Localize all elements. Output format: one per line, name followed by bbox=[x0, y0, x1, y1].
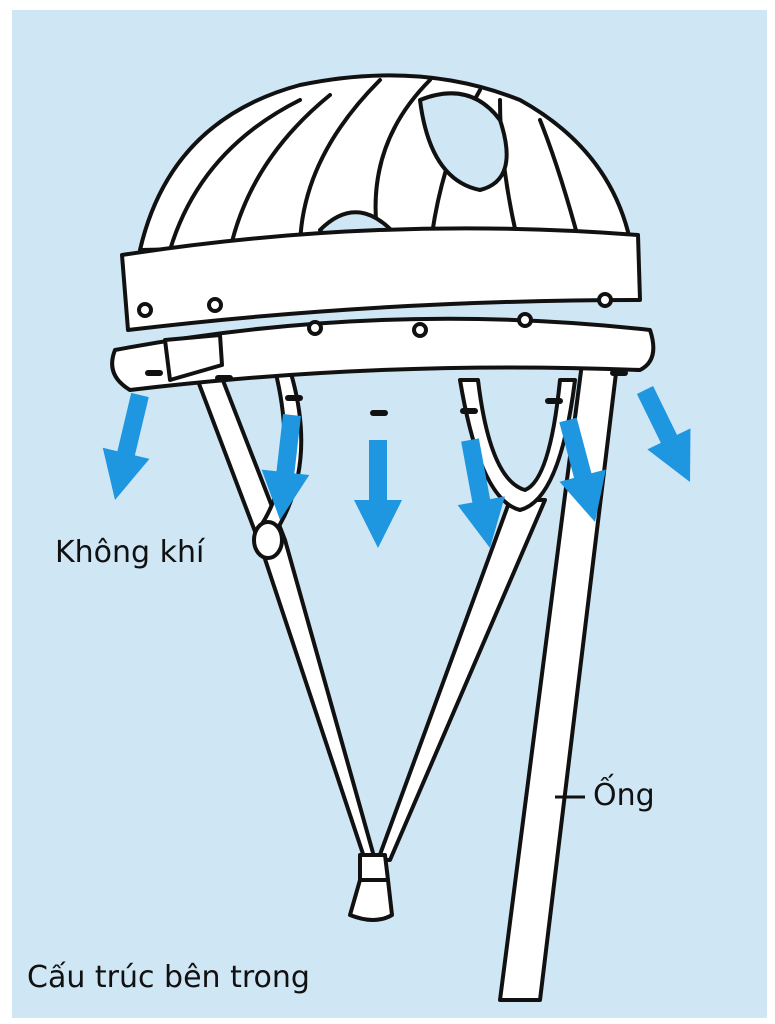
tube-label: Ống bbox=[593, 778, 655, 813]
air-label: Không khí bbox=[55, 535, 205, 570]
caption: Cấu trúc bên trong bbox=[27, 960, 310, 995]
ring-vents bbox=[145, 370, 628, 416]
chin-clip bbox=[358, 853, 390, 882]
airflow-arrow-icon bbox=[102, 392, 150, 500]
airflow-arrow-icon bbox=[559, 417, 606, 522]
headband bbox=[120, 226, 642, 332]
buckle bbox=[163, 333, 224, 382]
chin-strap-back bbox=[458, 378, 577, 512]
airflow-arrow-icon bbox=[636, 386, 691, 482]
airflow-arrow-icon bbox=[457, 438, 505, 548]
dome bbox=[138, 73, 632, 252]
airflow-arrow-icon bbox=[261, 413, 310, 520]
airflow-arrow-icon bbox=[354, 440, 402, 548]
lower-ring bbox=[110, 316, 656, 392]
chin-strap-right bbox=[376, 498, 547, 862]
